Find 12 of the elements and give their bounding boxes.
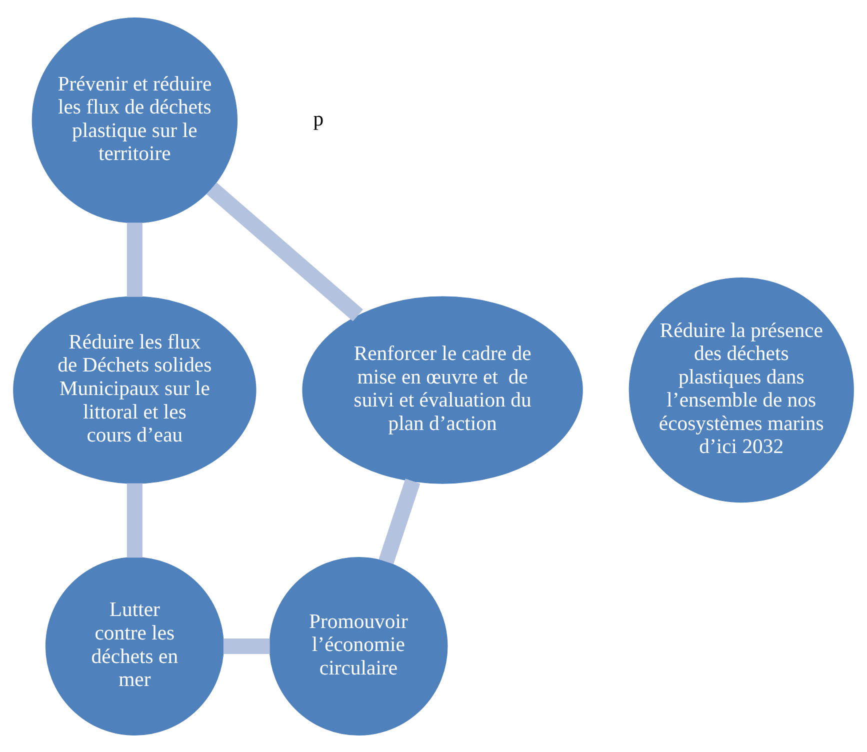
node-ellipse: Réduire les flux de Déchets solides Municipaux sur le littoral et les cours d’eau [13,296,256,484]
node-circle: Prévenir et réduire les flux de déchets plastique sur le territoire [32,17,238,223]
connector [223,638,270,654]
node-circle: Réduire la présence des déchets plastiques dans l’ensemble de nos écosystèmes marins d’ici 2032 [628,277,854,502]
connector [206,182,364,321]
label: p [313,108,324,130]
node-circle: Promouvoir l’économie circulaire [269,556,448,735]
node-circle: Lutter contre les déchets en mer [45,556,224,735]
connector [126,222,142,296]
connector [126,482,142,558]
node-ellipse: Renforcer le cadre de mise en œuvre et de suivi et évaluation du plan d’action [302,296,583,484]
connector [378,478,420,564]
